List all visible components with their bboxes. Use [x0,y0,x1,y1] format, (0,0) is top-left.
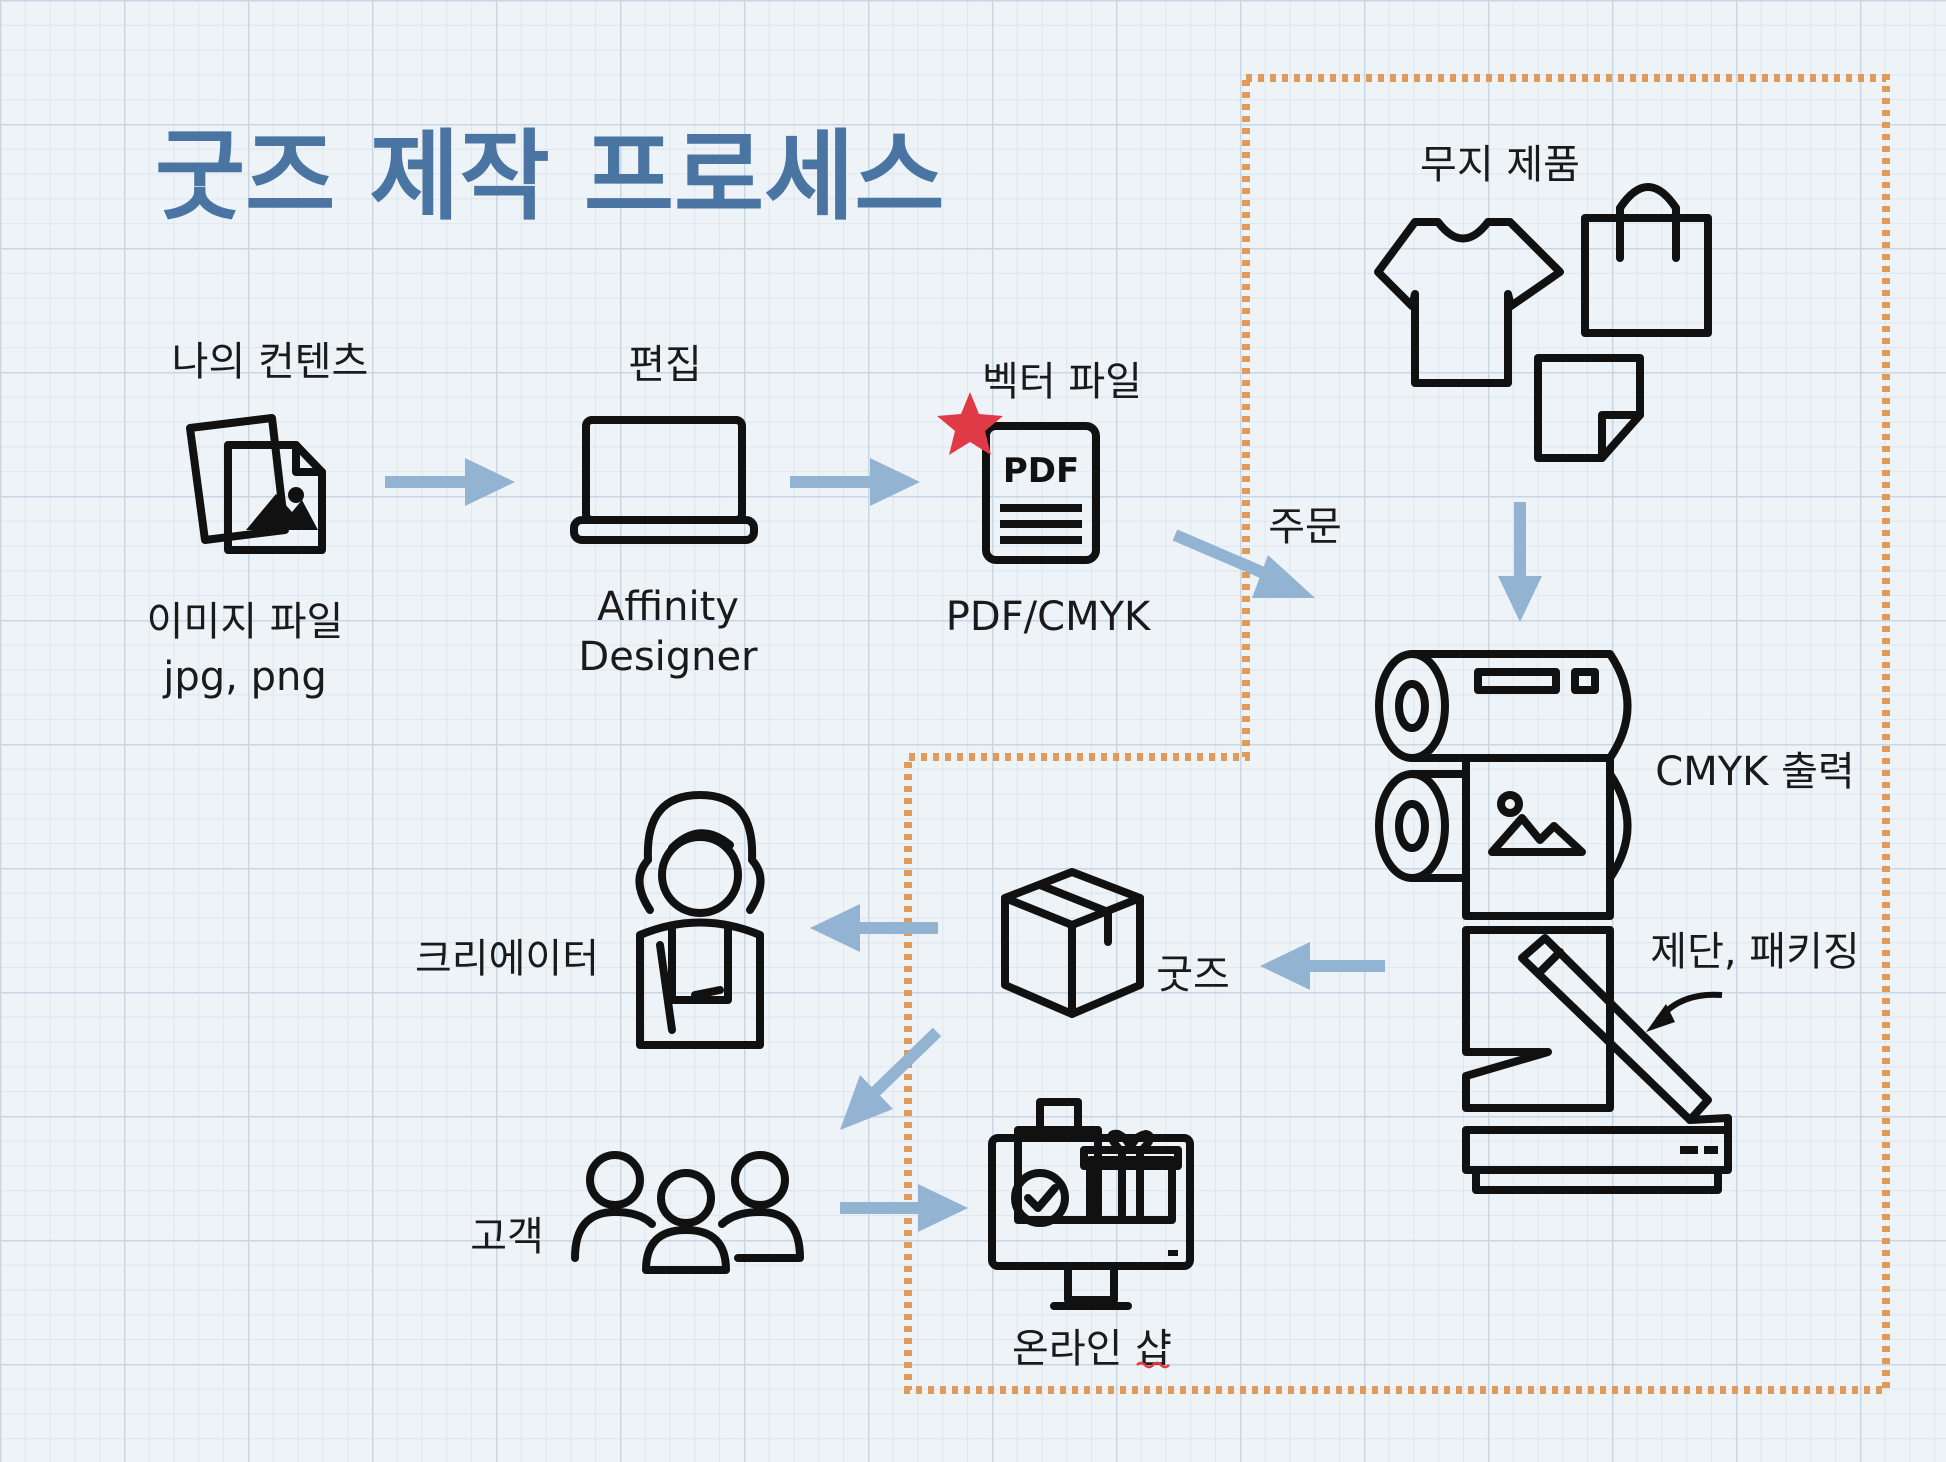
pdf-file-icon: PDF [982,422,1100,564]
customer-label: 고객 [470,1214,544,1260]
my-content-label: 나의 컨텐츠 [172,339,369,385]
blank-product-label: 무지 제품 [1420,142,1580,188]
star-icon [937,392,1003,455]
vector-format: PDF/CMYK [946,594,1152,640]
arrow-order [1172,529,1315,598]
order-label: 주문 [1268,504,1342,550]
arrow-blank-to-print [1498,502,1542,622]
creator-icon [635,791,765,1049]
my-content-formats: jpg, png [162,654,326,700]
online-shop-icon [988,1098,1194,1310]
laptop-icon [570,416,758,544]
edit-label: 편집 [628,342,702,388]
edit-software-line2: Designer [578,634,758,680]
cutter-icon [1462,926,1732,1194]
creator-label: 크리에이터 [415,936,599,982]
edit-software-line1: Affinity [597,584,739,630]
goods-label: 굿즈 [1156,952,1230,998]
page-title: 굿즈 제작 프로세스 [155,120,945,234]
production-region-border [904,74,1890,1394]
curved-arrow-icon [1646,991,1723,1032]
image-files-icon [186,414,326,554]
box-icon [1001,868,1144,1018]
tshirt-bag-icon [1374,183,1712,462]
people-icon [571,1151,804,1274]
arrow-content-to-edit [385,458,515,506]
cut-package-label: 제단, 패키징 [1650,929,1859,975]
arrow-cut-to-goods [1260,942,1385,990]
arrow-edit-to-vector [790,458,920,506]
my-content-type: 이미지 파일 [147,599,344,645]
arrow-customer-to-shop [840,1184,968,1232]
roll-printer-icon [1375,650,1632,920]
pdf-badge: PDF [1003,451,1079,491]
vector-label: 벡터 파일 [982,359,1142,405]
online-shop-label: 온라인 샵 [1012,1326,1172,1372]
print-label: CMYK 출력 [1655,749,1854,795]
arrow-goods-to-creator [810,904,938,952]
arrow-goods-to-customer [840,1027,942,1130]
spellcheck-underline [1136,1361,1170,1369]
